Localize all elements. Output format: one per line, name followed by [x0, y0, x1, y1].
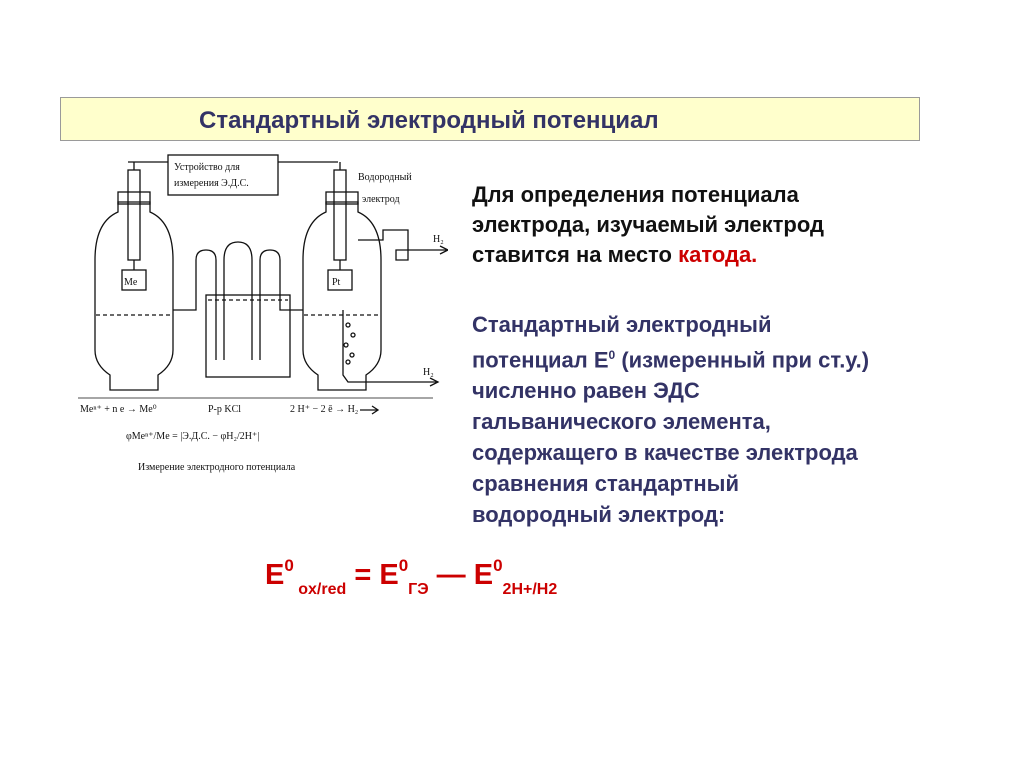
formula-dash: — E	[428, 559, 494, 591]
p2-line7: водородный электрод:	[472, 502, 726, 528]
p2-line3: численно равен ЭДС	[472, 378, 700, 404]
formula-e1: E	[265, 559, 285, 591]
cathode-word: катода.	[678, 242, 758, 267]
p2-line6: сравнения стандартный	[472, 471, 739, 497]
device-label-1: Устройство для	[174, 162, 240, 173]
p2-line5: содержащего в качестве электрода	[472, 440, 858, 466]
formula-sup3: 0	[493, 556, 503, 575]
me-label: Me	[124, 277, 138, 288]
p2-line2: потенциал Е0 (измеренный при ст.у.)	[472, 340, 992, 375]
left-vessel	[94, 201, 174, 391]
emf-device-box	[167, 154, 279, 196]
pt-label: Pt	[332, 277, 341, 288]
formula-sub1: ox/red	[293, 581, 347, 598]
kcl-beaker	[205, 294, 291, 378]
diagram-caption: Измерение электродного потенциала	[138, 462, 296, 473]
left-stopper	[117, 191, 151, 205]
paragraph-definition: Для определения потенциала электрода, из…	[472, 180, 992, 270]
title-banner: Стандартный электродный потенциал	[60, 97, 920, 141]
formula-sub3: 2H+/H2	[502, 581, 558, 598]
h2-inlet-tube	[342, 310, 438, 383]
p2-line4: гальванического элемента,	[472, 409, 771, 435]
p1-line3: ставится на место катода.	[472, 240, 992, 270]
h2-out-label: H₂	[433, 234, 444, 245]
h2-in-label: H₂	[423, 367, 434, 378]
hydrogen-label-2: электрод	[362, 194, 400, 205]
p1-line2: электрода, изучаемый электрод	[472, 212, 824, 237]
electrode-potential-diagram: Устройство для измерения Э.Д.С. Водородн…	[78, 154, 448, 473]
p2-line2-start: потенциал Е	[472, 347, 609, 373]
p1-line3-start: ставится на место	[472, 242, 679, 267]
formula-sup1: 0	[284, 556, 294, 575]
equation-left: Meⁿ⁺ + n e → Me⁰	[80, 404, 157, 415]
potential-formula: φMeⁿ⁺/Me = |Э.Д.С. − φH₂/2H⁺|	[126, 431, 259, 442]
hydrogen-label-1: Водородный	[358, 172, 412, 183]
device-label-2: измерения Э.Д.С.	[174, 178, 249, 189]
page-title: Стандартный электродный потенциал	[199, 107, 659, 134]
p2-line1: Стандартный электродный	[472, 312, 772, 337]
p2-line2-end: (измеренный при ст.у.)	[615, 347, 870, 373]
p1-line1: Для определения потенциала	[472, 182, 799, 207]
equation-right: 2 H⁺ − 2 ē → H₂	[290, 404, 358, 415]
paragraph-standard-potential: Стандартный электродный потенциал Е0 (из…	[472, 309, 992, 530]
equation-middle: P-p KCl	[208, 404, 241, 415]
formula-sup2: 0	[398, 556, 409, 575]
right-vessel	[302, 201, 382, 391]
h2-outlet-tube	[358, 229, 448, 261]
formula-eq: = E	[346, 559, 399, 591]
left-electrode-tube	[127, 169, 141, 261]
p2-line2-sup: 0	[608, 348, 616, 362]
formula-sub2: ГЭ	[408, 581, 429, 598]
right-electrode-tube	[333, 169, 347, 261]
main-formula: E0 ox/red = E0ГЭ — E02H+/H2	[265, 556, 557, 599]
right-stopper	[325, 191, 359, 205]
salt-bridge	[173, 241, 303, 360]
